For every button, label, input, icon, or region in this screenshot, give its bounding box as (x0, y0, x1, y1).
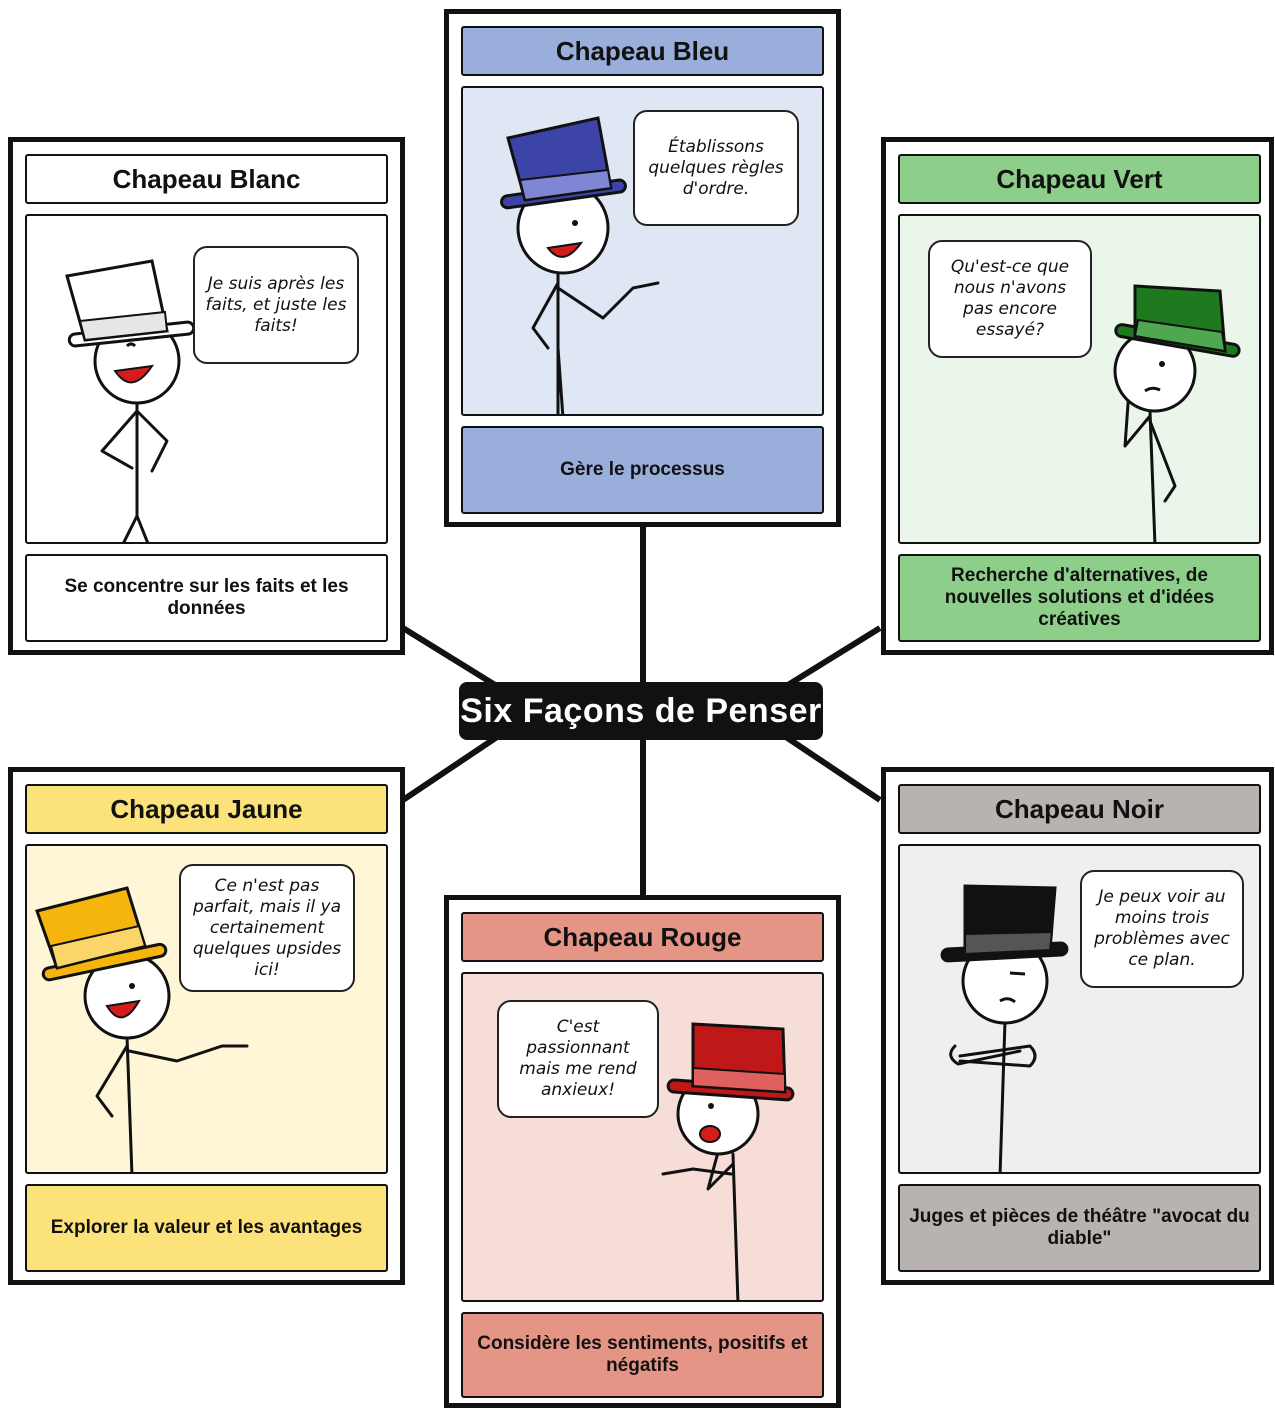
red-hat-header: Chapeau Rouge (461, 912, 824, 962)
blue-hat-scene: Établissons quelques règles d'ordre. (461, 86, 824, 416)
black-hat-scene: Je peux voir au moins trois problèmes av… (898, 844, 1261, 1174)
white-stick-figure (65, 259, 196, 542)
yellow-speech-bubble: Ce n'est pas parfait, mais il ya certain… (179, 864, 355, 992)
card-green-hat: Chapeau Vert Qu'est-ce que nous n'avons … (881, 137, 1274, 655)
white-hat-scene: Je suis après les faits, et juste les fa… (25, 214, 388, 544)
red-hat-caption: Considère les sentiments, positifs et né… (461, 1312, 824, 1398)
yellow-hat-scene: Ce n'est pas parfait, mais il ya certain… (25, 844, 388, 1174)
green-hat-scene: Qu'est-ce que nous n'avons pas encore es… (898, 214, 1261, 544)
blue-stick-figure (500, 116, 660, 414)
white-hat-caption: Se concentre sur les faits et les donnée… (25, 554, 388, 642)
yellow-stick-figure (35, 886, 249, 1172)
red-hat-scene: C'est passionnant mais me rend anxieux! (461, 972, 824, 1302)
card-white-hat: Chapeau Blanc Je suis après les faits, e… (8, 137, 405, 655)
center-title: Six Façons de Penser (459, 682, 823, 740)
card-red-hat: Chapeau Rouge C'est passionnant mais me … (444, 895, 841, 1408)
red-speech-bubble: C'est passionnant mais me rend anxieux! (497, 1000, 659, 1118)
black-stick-figure (940, 884, 1069, 1172)
white-speech-bubble: Je suis après les faits, et juste les fa… (193, 246, 359, 364)
blue-speech-bubble: Établissons quelques règles d'ordre. (633, 110, 799, 226)
yellow-hat-caption: Explorer la valeur et les avantages (25, 1184, 388, 1272)
card-yellow-hat: Chapeau Jaune Ce n'est pas parfait, mais… (8, 767, 405, 1285)
blue-hat-caption: Gère le processus (461, 426, 824, 514)
white-hat-header: Chapeau Blanc (25, 154, 388, 204)
blue-hat-header: Chapeau Bleu (461, 26, 824, 76)
green-hat-caption: Recherche d'alternatives, de nouvelles s… (898, 554, 1261, 642)
red-stick-figure (661, 1022, 795, 1300)
black-hat-caption: Juges et pièces de théâtre "avocat du di… (898, 1184, 1261, 1272)
green-stick-figure (1113, 284, 1241, 542)
green-hat-header: Chapeau Vert (898, 154, 1261, 204)
green-speech-bubble: Qu'est-ce que nous n'avons pas encore es… (928, 240, 1092, 358)
card-black-hat: Chapeau Noir Je peux voir au moins trois… (881, 767, 1274, 1285)
black-speech-bubble: Je peux voir au moins trois problèmes av… (1080, 870, 1244, 988)
black-hat-header: Chapeau Noir (898, 784, 1261, 834)
yellow-hat-header: Chapeau Jaune (25, 784, 388, 834)
card-blue-hat: Chapeau Bleu Établissons quelques règles… (444, 9, 841, 527)
